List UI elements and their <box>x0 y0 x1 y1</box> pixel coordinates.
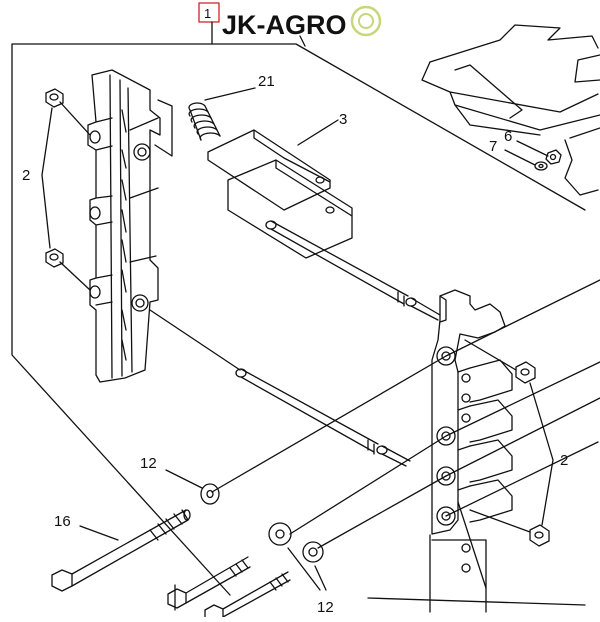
callout-2-left: 2 <box>22 167 30 184</box>
axis-line-left <box>149 309 241 371</box>
leader-12-lower <box>287 547 327 591</box>
left-bracket <box>87 69 161 383</box>
watermark-logo: JK-AGRO <box>222 5 382 40</box>
axis-lines-far-right <box>445 279 600 517</box>
leader-watermark <box>211 21 306 47</box>
callout-12-lower: 12 <box>317 599 334 616</box>
callout-6: 6 <box>504 128 512 145</box>
right-bracket <box>429 289 513 613</box>
figure-number: 1 <box>204 6 211 21</box>
leader-2-left <box>41 107 53 249</box>
bolt-part-16 <box>51 509 191 592</box>
washer-12-lower-b <box>302 541 324 563</box>
nut-right-lower <box>529 524 550 547</box>
axis-line-bottom <box>457 501 487 589</box>
washer-12-lower-a <box>268 522 292 546</box>
bolt-short-a <box>167 556 251 609</box>
washer-part-7 <box>534 161 548 171</box>
washer-12-upper <box>200 483 220 505</box>
figure-number-box: 1 <box>198 2 220 23</box>
callout-12-upper: 12 <box>140 455 157 472</box>
callout-7: 7 <box>489 138 497 155</box>
pin-shaft-lower <box>235 368 411 467</box>
axis-lines-right <box>464 339 531 533</box>
leader-12-upper <box>165 469 203 489</box>
leader-16 <box>79 525 119 541</box>
leader-21 <box>204 87 256 101</box>
callout-3: 3 <box>339 111 347 128</box>
nut-right-upper <box>515 361 536 384</box>
bolt-short-b <box>204 571 291 618</box>
plate-part-3 <box>207 129 353 259</box>
callout-21: 21 <box>258 73 275 90</box>
leader-3 <box>297 119 339 146</box>
nut-part-6 <box>545 149 562 165</box>
nut-left-lower <box>45 248 64 268</box>
assembly-outline <box>11 43 586 606</box>
leader-6-7 <box>504 140 549 166</box>
nut-left-upper <box>45 88 64 108</box>
axis-lines-bolts <box>211 355 447 549</box>
watermark-text: JK-AGRO <box>222 10 347 40</box>
bracket-plate-top-right <box>421 24 600 196</box>
leader-2-right <box>529 382 554 526</box>
callout-16: 16 <box>54 513 71 530</box>
spring-part-21 <box>188 102 221 141</box>
callout-2-right: 2 <box>560 452 568 469</box>
pin-shaft-upper <box>265 220 441 321</box>
